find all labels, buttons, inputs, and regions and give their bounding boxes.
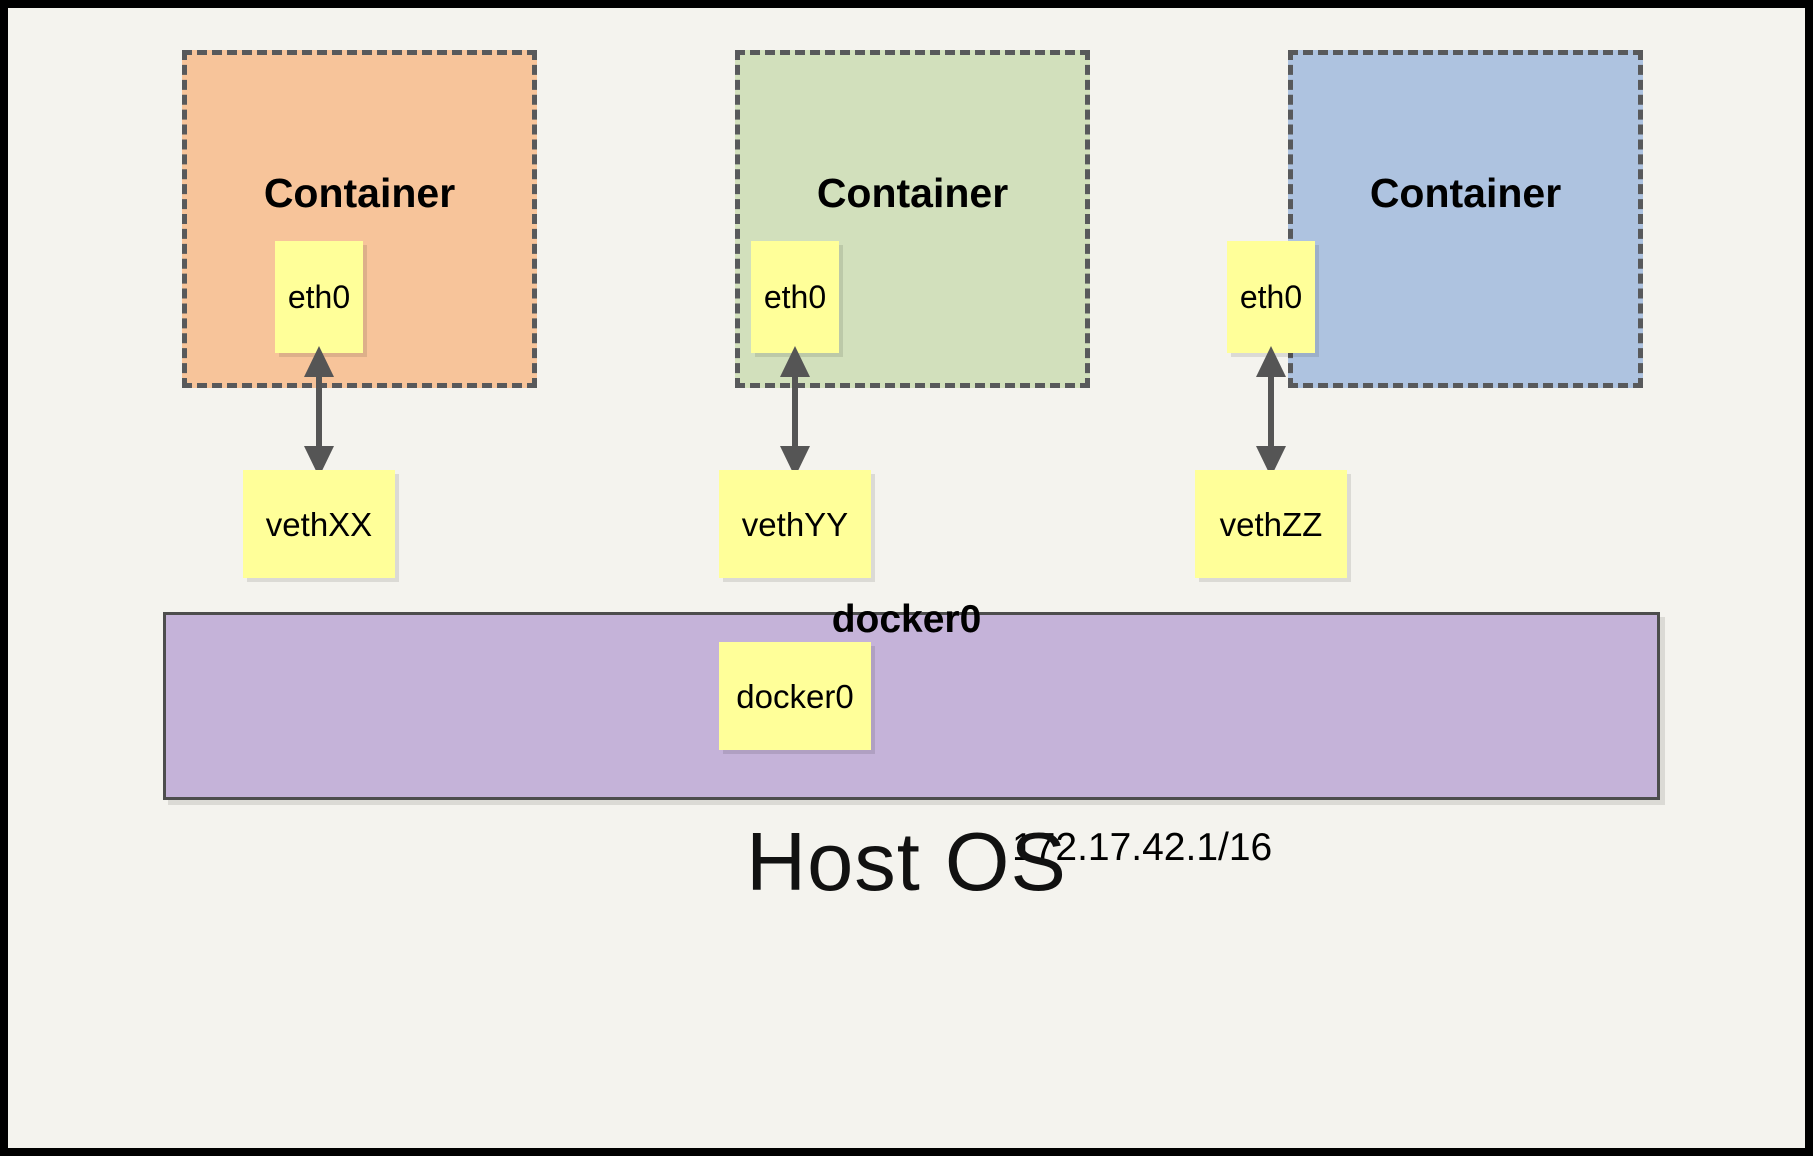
docker0-bridge-label: docker0 xyxy=(831,598,982,641)
diagram-page: Container eth0 Container eth0 Container … xyxy=(8,8,1805,1148)
connection-arrow-3 xyxy=(1253,346,1289,477)
container-box-2: Container xyxy=(735,50,1090,388)
veth-interface-1: vethXX xyxy=(243,470,395,578)
eth0-interface-2: eth0 xyxy=(751,241,839,353)
docker0-ip-address: 172.17.42.1/16 xyxy=(1012,826,1273,869)
container-title-3: Container xyxy=(1369,170,1562,216)
eth0-interface-3: eth0 xyxy=(1227,241,1315,353)
veth-interface-3: vethZZ xyxy=(1195,470,1347,578)
docker0-interface-note: docker0 xyxy=(719,642,871,750)
host-os-label: Host OS xyxy=(746,815,1067,908)
eth0-interface-1: eth0 xyxy=(275,241,363,353)
connection-arrow-1 xyxy=(301,346,337,477)
container-box-3: Container xyxy=(1288,50,1643,388)
veth-interface-2: vethYY xyxy=(719,470,871,578)
container-title-1: Container xyxy=(263,170,456,216)
connection-arrow-2 xyxy=(777,346,813,477)
docker0-bridge-bar xyxy=(163,612,1660,800)
container-title-2: Container xyxy=(816,170,1009,216)
